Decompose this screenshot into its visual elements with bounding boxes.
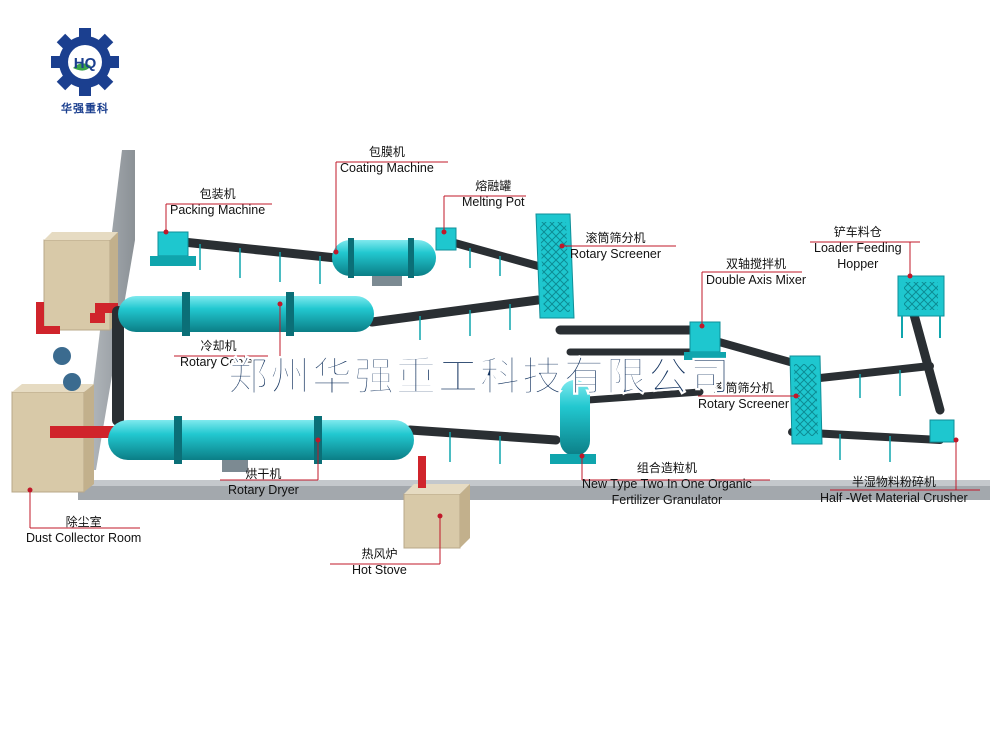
rotary-screener-2 — [789, 355, 823, 445]
label-loader-feeding-hopper: 铲车料仓 Loader Feeding Hopper — [814, 224, 902, 272]
label-packing-machine: 包装机 Packing Machine — [170, 186, 265, 218]
label-en: Rotary Screener — [698, 397, 790, 411]
label-cn: 滚筒筛分机 — [713, 381, 774, 395]
label-en: Packing Machine — [170, 203, 266, 217]
melting-pot — [435, 227, 457, 251]
logo-initials: HQ — [74, 55, 97, 72]
label-en: Coating Machine — [340, 161, 434, 175]
label-cn: 烘干机 — [245, 467, 282, 481]
label-rotary-cooler: 冷却机 Rotary Cooler — [180, 338, 257, 370]
logo-company-name: 华强重科 — [61, 102, 109, 115]
label-rotary-screener-1: 滚筒筛分机 Rotary Screener — [570, 230, 661, 262]
dust-collector-room — [11, 232, 118, 493]
company-watermark: 郑州华强重工科技有限公司 — [228, 354, 732, 401]
double-axis-mixer — [684, 321, 726, 360]
leader-lines — [29, 161, 980, 565]
anchor-dots — [27, 229, 959, 519]
label-cn: 熔融罐 — [475, 179, 512, 193]
conveyor-supports — [199, 244, 901, 464]
label-cn: 冷却机 — [200, 339, 237, 353]
label-cn: 铲车料仓 — [833, 225, 882, 239]
label-en: Dust Collector Room — [26, 531, 142, 545]
label-melting-pot: 熔融罐 Melting Pot — [462, 178, 525, 210]
label-cn: 双轴搅拌机 — [726, 257, 787, 271]
packing-machine — [150, 231, 196, 266]
label-granulator: 组合造粒机 New Type Two In One Organic Fertil… — [582, 460, 752, 508]
rotary-screener-1 — [535, 213, 575, 319]
label-en: Double Axis Mixer — [706, 273, 807, 287]
label-hot-stove: 热风炉 Hot Stove — [352, 546, 407, 578]
label-cn: 包膜机 — [368, 145, 405, 159]
gear-icon: HQ — [51, 28, 119, 96]
label-cn: 热风炉 — [361, 547, 398, 561]
label-half-wet-crusher: 半湿物料粉碎机 Half -Wet Material Crusher — [820, 474, 968, 506]
label-en-2: Fertilizer Granulator — [611, 493, 723, 507]
label-dust-collector-room: 除尘室 Dust Collector Room — [26, 514, 141, 546]
label-en: Rotary Cooler — [180, 355, 258, 369]
label-rotary-dryer: 烘干机 Rotary Dryer — [228, 466, 299, 498]
label-en: Hot Stove — [352, 563, 407, 577]
label-cn: 包装机 — [199, 187, 236, 201]
label-cn: 滚筒筛分机 — [585, 231, 646, 245]
label-cn: 组合造粒机 — [636, 461, 697, 475]
label-rotary-screener-2: 滚筒筛分机 Rotary Screener — [698, 380, 789, 412]
rotary-cooler — [118, 292, 374, 336]
half-wet-material-crusher — [929, 419, 955, 443]
label-double-axis-mixer: 双轴搅拌机 Double Axis Mixer — [706, 256, 806, 288]
label-coating-machine: 包膜机 Coating Machine — [340, 144, 434, 176]
label-en: Rotary Dryer — [228, 483, 299, 497]
label-en: Melting Pot — [462, 195, 525, 209]
hot-stove — [403, 456, 470, 549]
loader-feeding-hopper — [897, 275, 945, 338]
company-logo: HQ 华强重科 — [40, 28, 130, 123]
label-cn: 除尘室 — [65, 515, 102, 529]
label-en: Rotary Screener — [570, 247, 662, 261]
label-en: Half -Wet Material Crusher — [820, 491, 968, 505]
rotary-dryer — [108, 416, 414, 472]
label-en: New Type Two In One Organic — [582, 477, 752, 491]
label-cn: 半湿物料粉碎机 — [851, 475, 936, 489]
coating-machine — [332, 238, 436, 286]
label-en: Loader Feeding — [814, 241, 902, 255]
granulator — [550, 380, 596, 464]
label-en-2: Hopper — [837, 257, 879, 271]
